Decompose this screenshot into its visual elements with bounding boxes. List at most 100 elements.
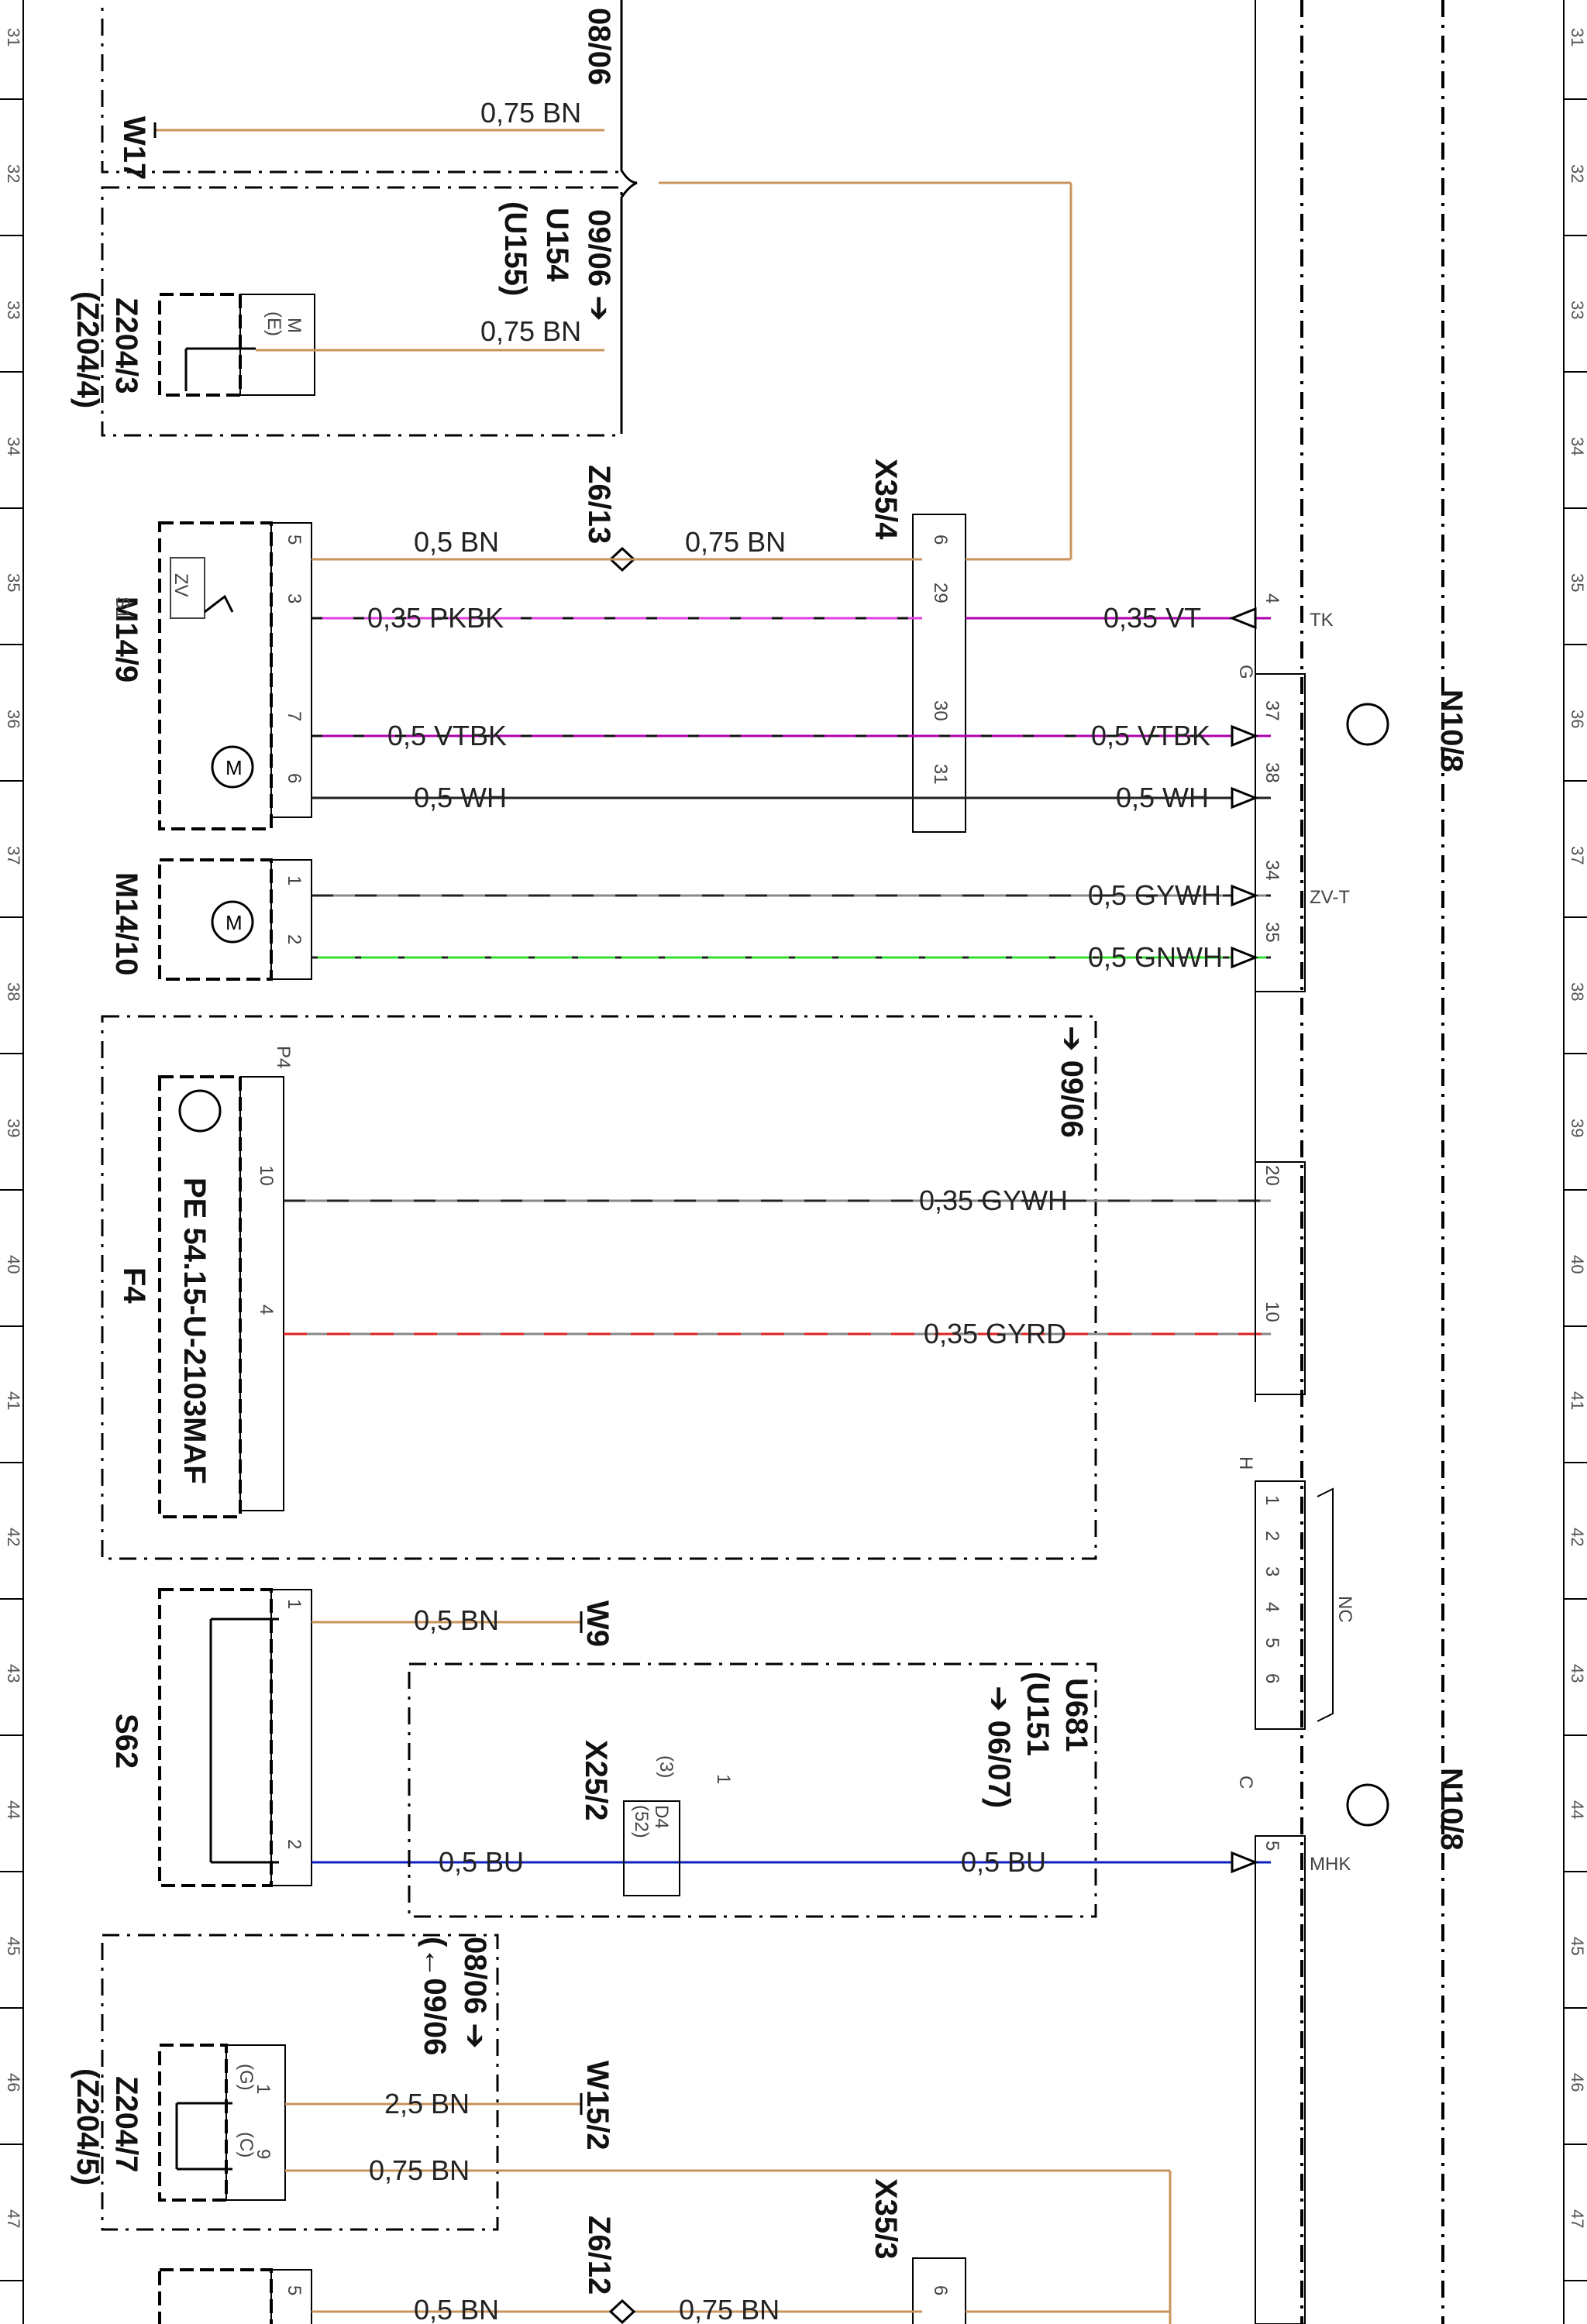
grid-number-45: 45 bbox=[1568, 1937, 1587, 1955]
label-gyrd-p4: 0,35 GYRD bbox=[924, 1318, 1066, 1349]
pin-m14-9-5: 5 bbox=[284, 535, 305, 545]
grid-number-32: 32 bbox=[1568, 164, 1587, 183]
grid-number-38: 38 bbox=[1568, 982, 1587, 1001]
pin-h-4: 4 bbox=[1262, 1602, 1282, 1612]
pin-h-5: 5 bbox=[1262, 1638, 1282, 1648]
label-u154: U154 bbox=[540, 208, 574, 282]
label-z204-3-wire: 0,75 BN bbox=[480, 315, 581, 347]
label-m14-10: M14/10 bbox=[109, 872, 143, 975]
label-wh-r: 0,5 WH bbox=[1116, 782, 1209, 813]
label-gywh: 0,5 GYWH bbox=[1088, 879, 1221, 911]
pin-m14-9-3: 3 bbox=[284, 593, 305, 603]
label-zv-t: ZV-T bbox=[1310, 887, 1350, 908]
label-d4: D4 bbox=[651, 1805, 672, 1829]
z204-3-box bbox=[158, 293, 242, 397]
pin-n10-37: 37 bbox=[1262, 700, 1282, 721]
z204-7-outer-box bbox=[101, 1934, 499, 2231]
label-s62-bn: 0,5 BN bbox=[414, 1604, 499, 1636]
x25-2-connector bbox=[623, 1800, 680, 1896]
label-pe-ref: PE 54.15-U-2103MAF bbox=[177, 1177, 212, 1484]
s62-box bbox=[158, 1588, 273, 1887]
pin-x35-6: 6 bbox=[930, 535, 951, 545]
z204-3-internal bbox=[184, 347, 256, 391]
label-bottom-075bn: 0,75 BN bbox=[679, 2294, 780, 2324]
label-u151: (U151 bbox=[1021, 1672, 1055, 1756]
f4-box bbox=[158, 1075, 242, 1518]
label-w9: W9 bbox=[580, 1600, 614, 1647]
grid-number-35: 35 bbox=[1568, 573, 1587, 592]
grid-number-38: 38 bbox=[4, 982, 23, 1001]
pin-bottom-5: 5 bbox=[284, 2285, 305, 2295]
label-3: (3) bbox=[656, 1755, 676, 1778]
pin-h-2: 2 bbox=[1262, 1531, 1282, 1541]
label-tk: TK bbox=[1310, 610, 1334, 631]
grid-number-46: 46 bbox=[4, 2073, 23, 2092]
pin-m14-10-2: 2 bbox=[284, 934, 305, 944]
label-s62-bu: 0,5 BU bbox=[439, 1846, 524, 1878]
label-g: G bbox=[1235, 665, 1256, 679]
label-x35-4: X35/4 bbox=[869, 459, 903, 540]
label-u681-date: ➔ 06/07) bbox=[982, 1686, 1016, 1808]
z204-7-connector bbox=[225, 2044, 286, 2201]
z204-7-box bbox=[158, 2044, 228, 2202]
grid-number-43: 43 bbox=[4, 1664, 23, 1683]
f4-connector bbox=[239, 1076, 284, 1511]
label-nc: NC bbox=[1334, 1596, 1355, 1623]
label-52: (52) bbox=[631, 1805, 652, 1838]
grid-number-31: 31 bbox=[4, 28, 23, 46]
grid-number-41: 41 bbox=[1568, 1391, 1587, 1410]
arrow-mhk bbox=[1231, 1851, 1259, 1874]
grid-number-33: 33 bbox=[1568, 301, 1587, 319]
label-mhk: MHK bbox=[1310, 1854, 1351, 1875]
pin-n10-c-5: 5 bbox=[1262, 1841, 1282, 1851]
grid-number-39: 39 bbox=[1568, 1119, 1587, 1137]
label-x25-2: X25/2 bbox=[579, 1740, 613, 1821]
grid-number-43: 43 bbox=[1568, 1664, 1587, 1683]
pin-m14-9-7: 7 bbox=[284, 711, 305, 721]
m14-10-connector bbox=[270, 859, 312, 980]
label-w15-2: W15/2 bbox=[580, 2061, 614, 2150]
pin-z204-7-9: 9 bbox=[253, 2149, 274, 2159]
label-f4: F4 bbox=[117, 1267, 151, 1304]
pin-m14-10-1: 1 bbox=[284, 875, 305, 885]
nc-bracket bbox=[1317, 1487, 1334, 1722]
label-p4: P4 bbox=[273, 1046, 294, 1068]
m14-9-connector bbox=[270, 522, 312, 818]
label-n10-8-bottom: N10/8 bbox=[1434, 1768, 1468, 1851]
transistor-icon-top bbox=[1346, 703, 1389, 746]
grid-number-46: 46 bbox=[1568, 2073, 1587, 2092]
u154-brace bbox=[620, 0, 638, 434]
label-u681: U681 bbox=[1059, 1678, 1093, 1752]
pin-h-6: 6 bbox=[1262, 1673, 1282, 1683]
label-s1: S1 bbox=[112, 596, 133, 619]
grid-number-36: 36 bbox=[1568, 710, 1587, 728]
motor-icon bbox=[211, 745, 254, 789]
grid-number-35: 35 bbox=[4, 573, 23, 592]
pin-h-3: 3 bbox=[1262, 1566, 1282, 1576]
label-u155: (U155) bbox=[498, 201, 532, 296]
label-wh-l: 0,5 WH bbox=[414, 782, 507, 813]
label-0806-bottom: 08/06 ➔ bbox=[458, 1937, 492, 2049]
pin-h-1: 1 bbox=[1262, 1495, 1282, 1505]
motor-10-icon bbox=[211, 900, 254, 944]
label-z6-13: Z6/13 bbox=[582, 465, 616, 544]
label-n10-8-top: N10/8 bbox=[1434, 689, 1468, 772]
pin-n10-34: 34 bbox=[1262, 860, 1282, 881]
n10-p4-connector bbox=[1255, 1161, 1306, 1395]
label-z204-4: (Z204/4) bbox=[71, 291, 105, 408]
label-0806-top: 08/06 bbox=[582, 8, 616, 85]
label-0906-p4: ➔ 09/06 bbox=[1055, 1026, 1089, 1138]
grid-number-37: 37 bbox=[4, 846, 23, 865]
grid-number-39: 39 bbox=[4, 1119, 23, 1137]
pin-n10-35: 35 bbox=[1262, 922, 1282, 943]
label-z6-12: Z6/12 bbox=[582, 2216, 616, 2295]
grid-number-42: 42 bbox=[4, 1528, 23, 1546]
pin-z204-7-1: 1 bbox=[253, 2084, 274, 2094]
label-w17-wire: 0,75 BN bbox=[480, 97, 581, 129]
label-h: H bbox=[1235, 1456, 1256, 1470]
z204-3-connector bbox=[239, 294, 315, 396]
arrow-vtbk bbox=[1231, 724, 1259, 748]
z204-7-internal bbox=[175, 2102, 232, 2171]
h-connector bbox=[1255, 1480, 1306, 1730]
